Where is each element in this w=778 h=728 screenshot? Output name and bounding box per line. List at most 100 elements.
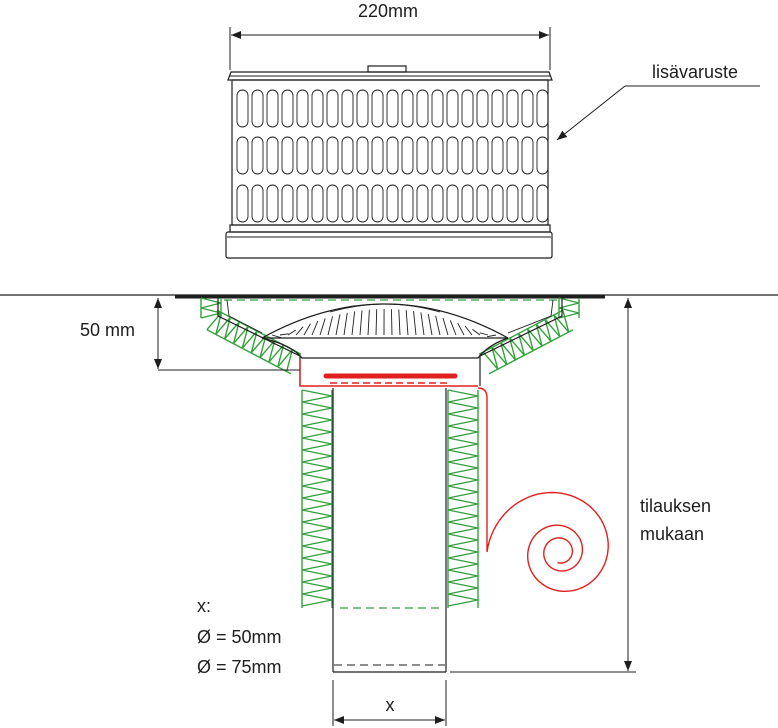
accessory-leader: lisävaruste <box>556 62 760 141</box>
membrane <box>299 360 609 592</box>
basket-slot <box>476 136 489 175</box>
grate-slot-line <box>398 309 401 336</box>
funnel-wall-right <box>479 298 563 386</box>
basket-slot <box>491 184 504 223</box>
drain-grate-ring <box>329 303 441 313</box>
basket-slot <box>431 184 444 223</box>
basket-slot <box>431 89 444 128</box>
basket-slot <box>536 89 549 128</box>
basket-slot <box>461 184 474 223</box>
basket-slot <box>371 136 384 175</box>
basket-slot <box>386 89 399 128</box>
basket-slot <box>266 184 279 223</box>
drain-grate-slots <box>271 309 497 339</box>
grate-slot-line <box>351 311 356 336</box>
basket-slot <box>296 89 309 128</box>
basket-slot <box>386 184 399 223</box>
grate-slot-line <box>464 325 473 336</box>
basket-slot <box>401 184 414 223</box>
insulation-right-slope <box>478 309 574 375</box>
basket-slot <box>356 136 369 175</box>
basket-slot <box>446 136 459 175</box>
grate-slot-line <box>479 332 489 336</box>
grate-slot-line <box>375 309 378 336</box>
depth-dimension: 50 mm <box>80 298 300 371</box>
grate-slot-line <box>420 312 425 336</box>
basket-slot <box>236 89 249 128</box>
basket-body <box>231 79 549 226</box>
funnel-inner-left <box>226 299 263 334</box>
basket-slot <box>341 184 354 223</box>
grate-slot-line <box>472 328 481 336</box>
grate-slot-line <box>413 311 417 336</box>
grate-slot-line <box>319 318 326 336</box>
insulation-right-slope-zigzag <box>482 310 570 370</box>
basket-slot <box>446 89 459 128</box>
basket-slot <box>356 89 369 128</box>
basket-slot <box>281 184 294 223</box>
depth-label: 50 mm <box>80 320 135 340</box>
basket-slot <box>341 89 354 128</box>
grate-slot-line <box>287 329 296 336</box>
length-label-line1: tilauksen <box>640 496 711 516</box>
basket-slot <box>506 136 519 175</box>
grate-slot-line <box>359 310 363 336</box>
grate-slot-line <box>390 309 393 336</box>
grate-slot-line <box>303 323 311 336</box>
insulation <box>200 297 580 608</box>
basket-lid-tab <box>367 65 407 73</box>
outlet-pipe <box>332 388 447 673</box>
width-label: 220mm <box>358 1 418 21</box>
insulation-pipe-right-zigzag <box>447 389 479 607</box>
basket-slot <box>446 184 459 223</box>
basket-slot <box>536 184 549 223</box>
basket-slot <box>296 184 309 223</box>
insulation-left-slope-edge <box>206 329 292 375</box>
basket-slot <box>491 89 504 128</box>
basket-slot <box>281 89 294 128</box>
width-dimension: 220mm <box>229 1 551 70</box>
basket-slot <box>386 136 399 175</box>
insulation-right-top-zigzag <box>558 297 580 319</box>
insulation-right-slope-edge <box>488 329 574 375</box>
basket-slot <box>356 184 369 223</box>
pipe-diameter-dimension: x <box>332 680 447 726</box>
basket-slot <box>296 136 309 175</box>
grate-slot-line <box>343 312 348 336</box>
basket-slot <box>476 184 489 223</box>
length-label-line2: mukaan <box>640 524 704 544</box>
insulation-pipe-left-zigzag <box>301 389 333 607</box>
basket-slot <box>326 184 339 223</box>
basket-slot <box>341 136 354 175</box>
basket-slot <box>491 136 504 175</box>
basket-slot <box>326 89 339 128</box>
basket-slot <box>521 136 534 175</box>
basket-slot <box>416 184 429 223</box>
membrane-coiled-strip <box>477 387 609 592</box>
grate-slot-line <box>279 333 289 336</box>
basket-slot <box>506 89 519 128</box>
basket-slot <box>521 184 534 223</box>
grate-slot-line <box>295 326 304 336</box>
basket-slots <box>236 89 549 223</box>
insulation-right-slope-edge <box>478 309 564 355</box>
grate-slot-line <box>367 309 370 336</box>
insulation-left-slope <box>206 309 302 375</box>
grate-slot-line <box>327 316 333 336</box>
grate-slot-line <box>449 320 457 336</box>
basket-slot <box>311 136 324 175</box>
grate-slot-line <box>457 322 465 336</box>
grate-slot-line <box>435 315 441 336</box>
insulation-pipe-right <box>447 389 479 608</box>
basket-base <box>225 231 553 259</box>
basket-slot <box>311 89 324 128</box>
length-dimension: tilauksen mukaan <box>450 298 711 673</box>
basket-slot <box>506 184 519 223</box>
accessory-label: lisävaruste <box>652 62 738 82</box>
basket-slot <box>326 136 339 175</box>
grate-slot-line <box>335 314 341 336</box>
grate-slot-line <box>271 334 282 339</box>
basket-slot <box>371 89 384 128</box>
basket-slot <box>401 136 414 175</box>
